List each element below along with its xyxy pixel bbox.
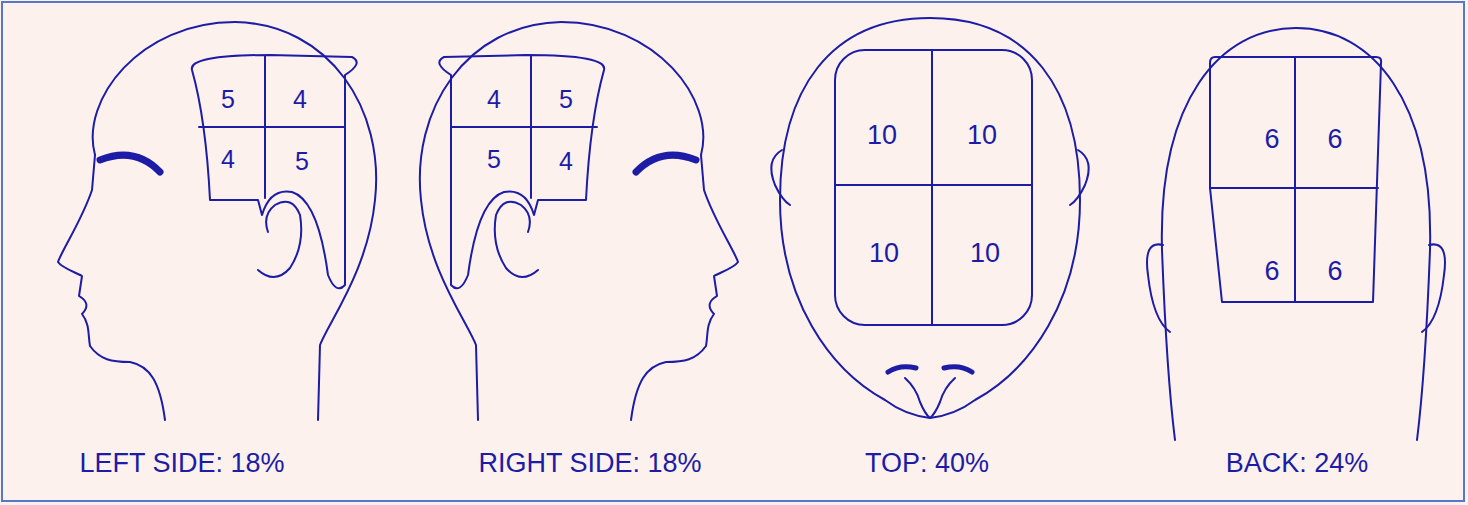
percent-value: 4 <box>559 147 573 175</box>
area-cell: 10 <box>967 122 997 149</box>
eyebrow <box>100 155 160 172</box>
area-cell: 6 <box>1264 258 1279 285</box>
percent-value: 10 <box>967 120 997 150</box>
face-profile <box>58 155 165 420</box>
percent-value: 6 <box>1327 124 1342 154</box>
percent-value: 6 <box>1264 256 1279 286</box>
head-outline <box>780 18 1080 418</box>
percent-value: 5 <box>487 145 501 173</box>
grid-line <box>199 126 345 128</box>
area-cell: 4 <box>559 149 573 174</box>
ear <box>258 202 301 277</box>
scalp-region <box>192 55 357 288</box>
percent-value: 6 <box>1327 256 1342 286</box>
area-cell: 4 <box>221 147 235 172</box>
percent-value: 4 <box>293 85 307 113</box>
face-profile <box>631 155 738 420</box>
ear <box>771 150 790 205</box>
percent-value: 6 <box>1264 124 1279 154</box>
percent-value: 5 <box>221 85 235 113</box>
grid-line <box>1294 57 1296 302</box>
grid-line <box>931 50 933 325</box>
ear <box>1422 244 1445 332</box>
side-head <box>420 22 738 420</box>
ear <box>1147 244 1170 332</box>
nose <box>905 378 955 418</box>
top-head <box>771 18 1088 418</box>
scalp-region <box>439 55 604 288</box>
grid-line <box>835 184 1032 186</box>
area-cell: 5 <box>487 147 501 172</box>
area-cell: 4 <box>487 87 501 112</box>
scalp-region <box>1210 57 1381 302</box>
percent-value: 10 <box>867 120 897 150</box>
area-cell: 5 <box>221 87 235 112</box>
grid-line <box>1210 187 1378 189</box>
area-cell: 4 <box>293 87 307 112</box>
area-cell: 10 <box>869 240 899 267</box>
area-cell: 6 <box>1327 126 1342 153</box>
eyebrow <box>944 367 972 372</box>
area-cell: 10 <box>970 240 1000 267</box>
percent-value: 4 <box>487 85 501 113</box>
ear <box>1070 150 1089 205</box>
area-cell: 10 <box>867 122 897 149</box>
view-caption: LEFT SIDE: 18% <box>79 449 284 479</box>
percent-value: 5 <box>559 85 573 113</box>
side-head <box>58 22 376 420</box>
head-outline <box>1162 28 1430 440</box>
view-caption: RIGHT SIDE: 18% <box>478 449 701 479</box>
area-cell: 5 <box>559 87 573 112</box>
grid-line <box>451 126 597 128</box>
head-outline <box>420 22 703 420</box>
percent-value: 5 <box>295 147 309 175</box>
area-cell: 6 <box>1264 126 1279 153</box>
percent-value: 10 <box>869 238 899 268</box>
area-cell: 6 <box>1327 258 1342 285</box>
view-caption: BACK: 24% <box>1226 449 1369 479</box>
head-outline <box>93 22 376 420</box>
eyebrow <box>636 155 696 172</box>
percent-value: 10 <box>970 238 1000 268</box>
area-cell: 5 <box>295 149 309 174</box>
scalp-region <box>835 50 1032 325</box>
view-caption: TOP: 40% <box>865 449 989 479</box>
ear <box>495 202 538 277</box>
eyebrow <box>888 367 916 372</box>
back-head <box>1147 28 1445 440</box>
percent-value: 4 <box>221 145 235 173</box>
